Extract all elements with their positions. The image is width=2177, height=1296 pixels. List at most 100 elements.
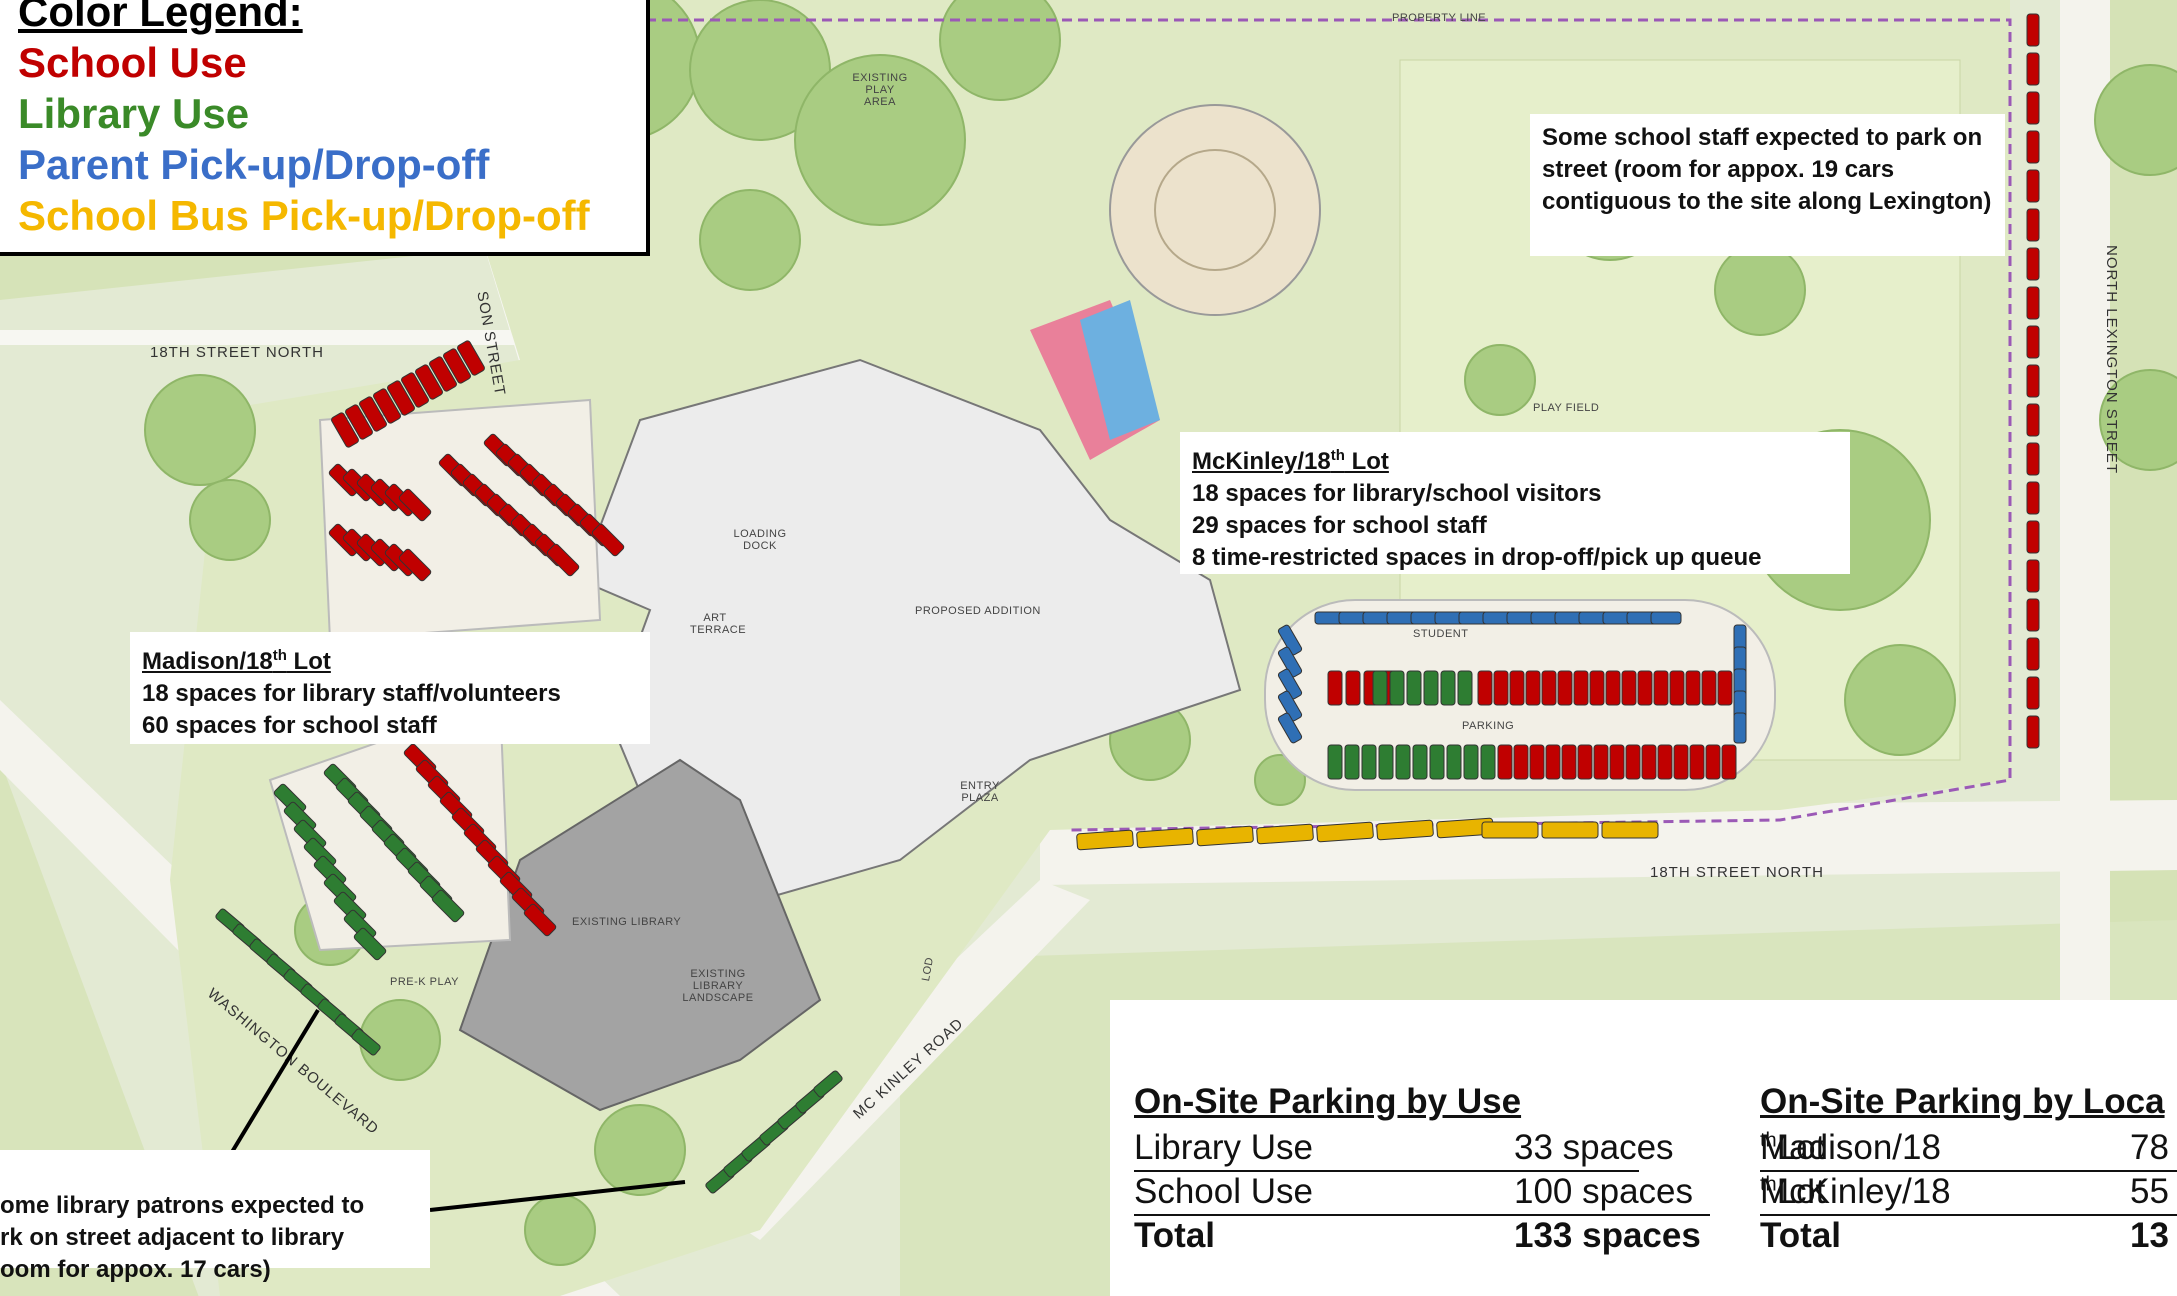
art-terrace-label: ART TERRACE <box>690 612 747 636</box>
parking-by-use-title: On-Site Parking by Use <box>1134 1082 1522 1121</box>
library-parking-space <box>1446 744 1462 780</box>
school-parking-space <box>398 548 432 582</box>
parking-spaces <box>215 13 2040 1194</box>
library-parking-space <box>1327 744 1343 780</box>
school-parking-space <box>373 388 401 424</box>
library-parking-space <box>1412 744 1428 780</box>
library-parking-space <box>1395 744 1411 780</box>
school-parking-space <box>1345 670 1361 706</box>
school-parking-space <box>1717 670 1733 706</box>
school-bus-space <box>1076 829 1134 851</box>
school-parking-space <box>1545 744 1561 780</box>
school-parking-space <box>1493 670 1509 706</box>
school-parking-space <box>546 543 580 577</box>
school-parking-space <box>2026 715 2040 749</box>
leader-line-washington <box>230 1008 320 1154</box>
playground-blue <box>1080 300 1160 440</box>
madison-lot-line: 18 spaces for library staff/volunteers <box>142 680 561 707</box>
school-parking-space <box>2026 481 2040 515</box>
school-parking-space <box>1609 744 1625 780</box>
street-lexington <box>2060 0 2110 1000</box>
school-parking-space <box>1477 670 1493 706</box>
play-field-label: PLAY FIELD <box>1533 402 1600 414</box>
loading-dock-label: LOADING DOCK <box>733 528 787 552</box>
parent-pickup-space <box>1733 712 1747 744</box>
parent-pickup-space <box>1277 624 1303 656</box>
school-parking-space <box>591 523 625 557</box>
school-parking-space <box>2026 325 2040 359</box>
school-parking-space <box>1689 744 1705 780</box>
school-parking-space <box>1497 744 1513 780</box>
pre-k-play-label: PRE-K PLAY <box>390 976 459 988</box>
madison-lot-north-surface <box>318 398 602 642</box>
school-parking-space <box>429 356 457 392</box>
school-parking-space <box>1625 744 1641 780</box>
school-bus-space <box>1196 825 1254 847</box>
library-parking-space <box>1457 670 1473 706</box>
school-parking-space <box>1721 744 1737 780</box>
library-building <box>458 758 822 1112</box>
library-parking-space <box>431 889 465 923</box>
library-parking-space <box>1378 744 1394 780</box>
parent-pickup-space <box>1277 690 1303 722</box>
library-parking-space <box>1480 744 1496 780</box>
school-parking-space <box>1605 670 1621 706</box>
school-bus-space <box>1136 827 1194 849</box>
school-parking-space <box>1653 670 1669 706</box>
school-parking-space <box>345 404 373 440</box>
school-bus-space <box>1256 823 1314 845</box>
parking-label: PARKING <box>1462 720 1515 732</box>
school-parking-space <box>1561 744 1577 780</box>
school-parking-space <box>2026 130 2040 164</box>
school-parking-space <box>1525 670 1541 706</box>
school-parking-space <box>1529 744 1545 780</box>
madison-lot-note: Madison/18th Lot 18 spaces for library s… <box>130 632 650 744</box>
school-parking-space <box>2026 403 2040 437</box>
library-parking-space <box>813 1070 843 1098</box>
parking-by-location-title: On-Site Parking by Loca <box>1760 1082 2165 1121</box>
school-parking-space <box>2026 286 2040 320</box>
school-parking-space <box>457 340 485 376</box>
school-parking-space <box>1641 744 1657 780</box>
mckinley-lot-line: 18 spaces for library/school visitors <box>1192 480 1602 507</box>
school-parking-space <box>1513 744 1529 780</box>
school-parking-space <box>1705 744 1721 780</box>
school-parking-space <box>359 396 387 432</box>
madison-lot-line: 60 spaces for school staff <box>142 712 437 739</box>
school-bus-space <box>1376 819 1434 841</box>
school-parking-space <box>523 903 557 937</box>
school-parking-space <box>2026 442 2040 476</box>
library-parking-space <box>1389 670 1405 706</box>
school-parking-space <box>2026 598 2040 632</box>
mckinley-lot-note: McKinley/18th Lot 18 spaces for library/… <box>1180 432 1850 574</box>
school-parking-space <box>415 364 443 400</box>
school-parking-space <box>1577 744 1593 780</box>
school-parking-space <box>443 348 471 384</box>
school-parking-space <box>1541 670 1557 706</box>
school-parking-space <box>2026 637 2040 671</box>
parent-pickup-space <box>1277 646 1303 678</box>
school-bus-space <box>1316 821 1374 843</box>
school-parking-space <box>401 372 429 408</box>
library-parking-space <box>351 1028 381 1056</box>
madison-lot-title: Madison/18th Lot <box>142 647 331 675</box>
parent-pickup-space <box>1277 712 1303 744</box>
school-parking-space <box>2026 247 2040 281</box>
legend-item-school-use: School Use <box>18 39 247 86</box>
school-parking-space <box>1327 670 1343 706</box>
school-parking-space <box>1685 670 1701 706</box>
legend-item-parent-pickup: Parent Pick-up/Drop-off <box>18 141 490 188</box>
legend-title: Color Legend: <box>18 0 303 35</box>
18th-street-north-east-label: 18TH STREET NORTH <box>1650 864 1824 881</box>
leader-line-mckinley <box>429 1180 686 1212</box>
school-parking-space <box>2026 559 2040 593</box>
